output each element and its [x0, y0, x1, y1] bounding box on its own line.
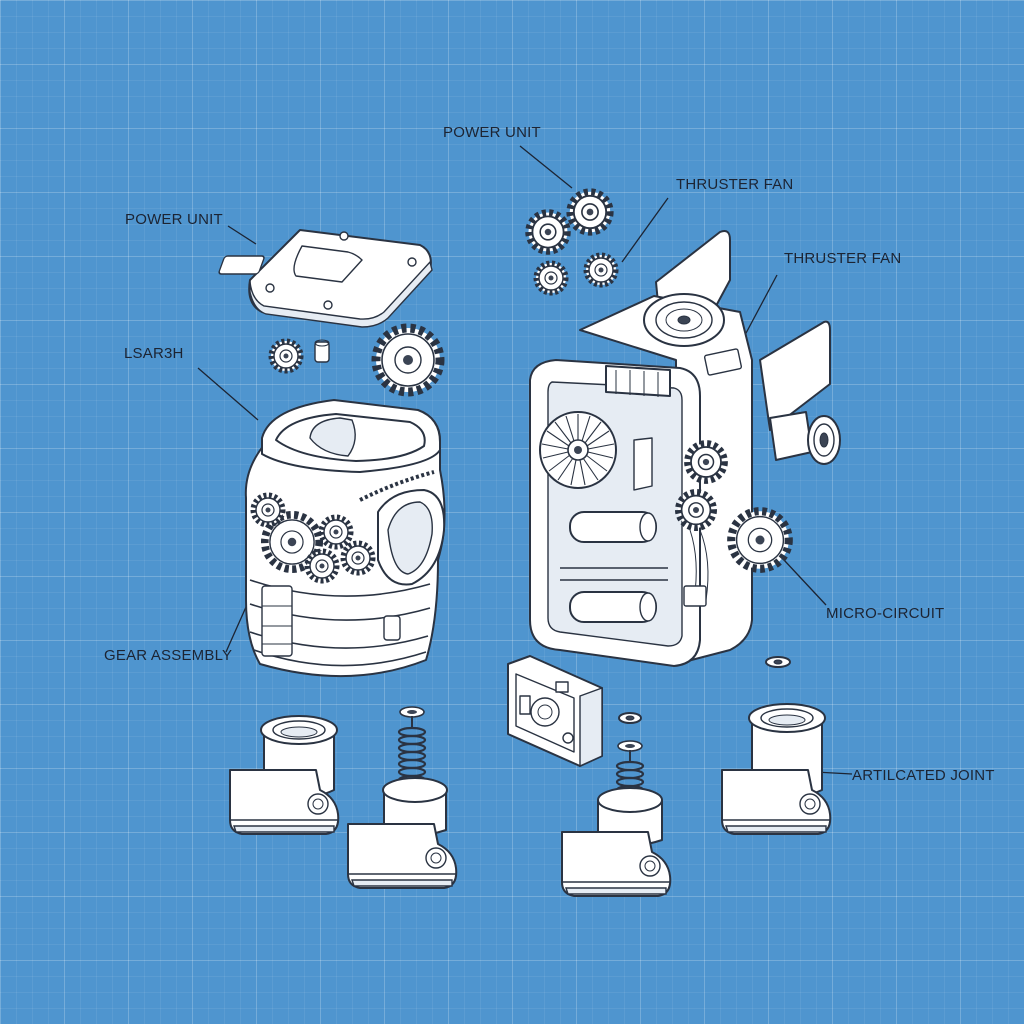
loose-gears-top	[529, 192, 617, 293]
label-lsarsh: LSAR3H	[124, 345, 184, 362]
leg-left-inner	[347, 705, 458, 889]
label-gear-assembly: GEAR ASSEMBLY	[104, 647, 233, 664]
leg-right-outer	[721, 703, 832, 835]
leg-left-outer	[229, 715, 340, 835]
power-unit-plate	[218, 229, 433, 328]
leader-lines	[197, 145, 853, 775]
label-micro-circuit: MICRO-CIRCUIT	[826, 605, 945, 622]
label-power-unit-top: POWER UNIT	[443, 124, 541, 141]
main-housing	[529, 230, 841, 667]
loose-gears-left	[271, 328, 440, 392]
label-thruster-fan-right: THRUSTER FAN	[784, 250, 902, 267]
label-articulated-joint: ARTILCATED JOINT	[852, 767, 995, 784]
leg-right-inner	[561, 739, 672, 897]
circuit-module	[507, 655, 603, 768]
washers	[618, 656, 791, 724]
torso-shell	[244, 399, 446, 678]
label-power-unit-left: POWER UNIT	[125, 211, 223, 228]
label-thruster-fan-top: THRUSTER FAN	[676, 176, 794, 193]
